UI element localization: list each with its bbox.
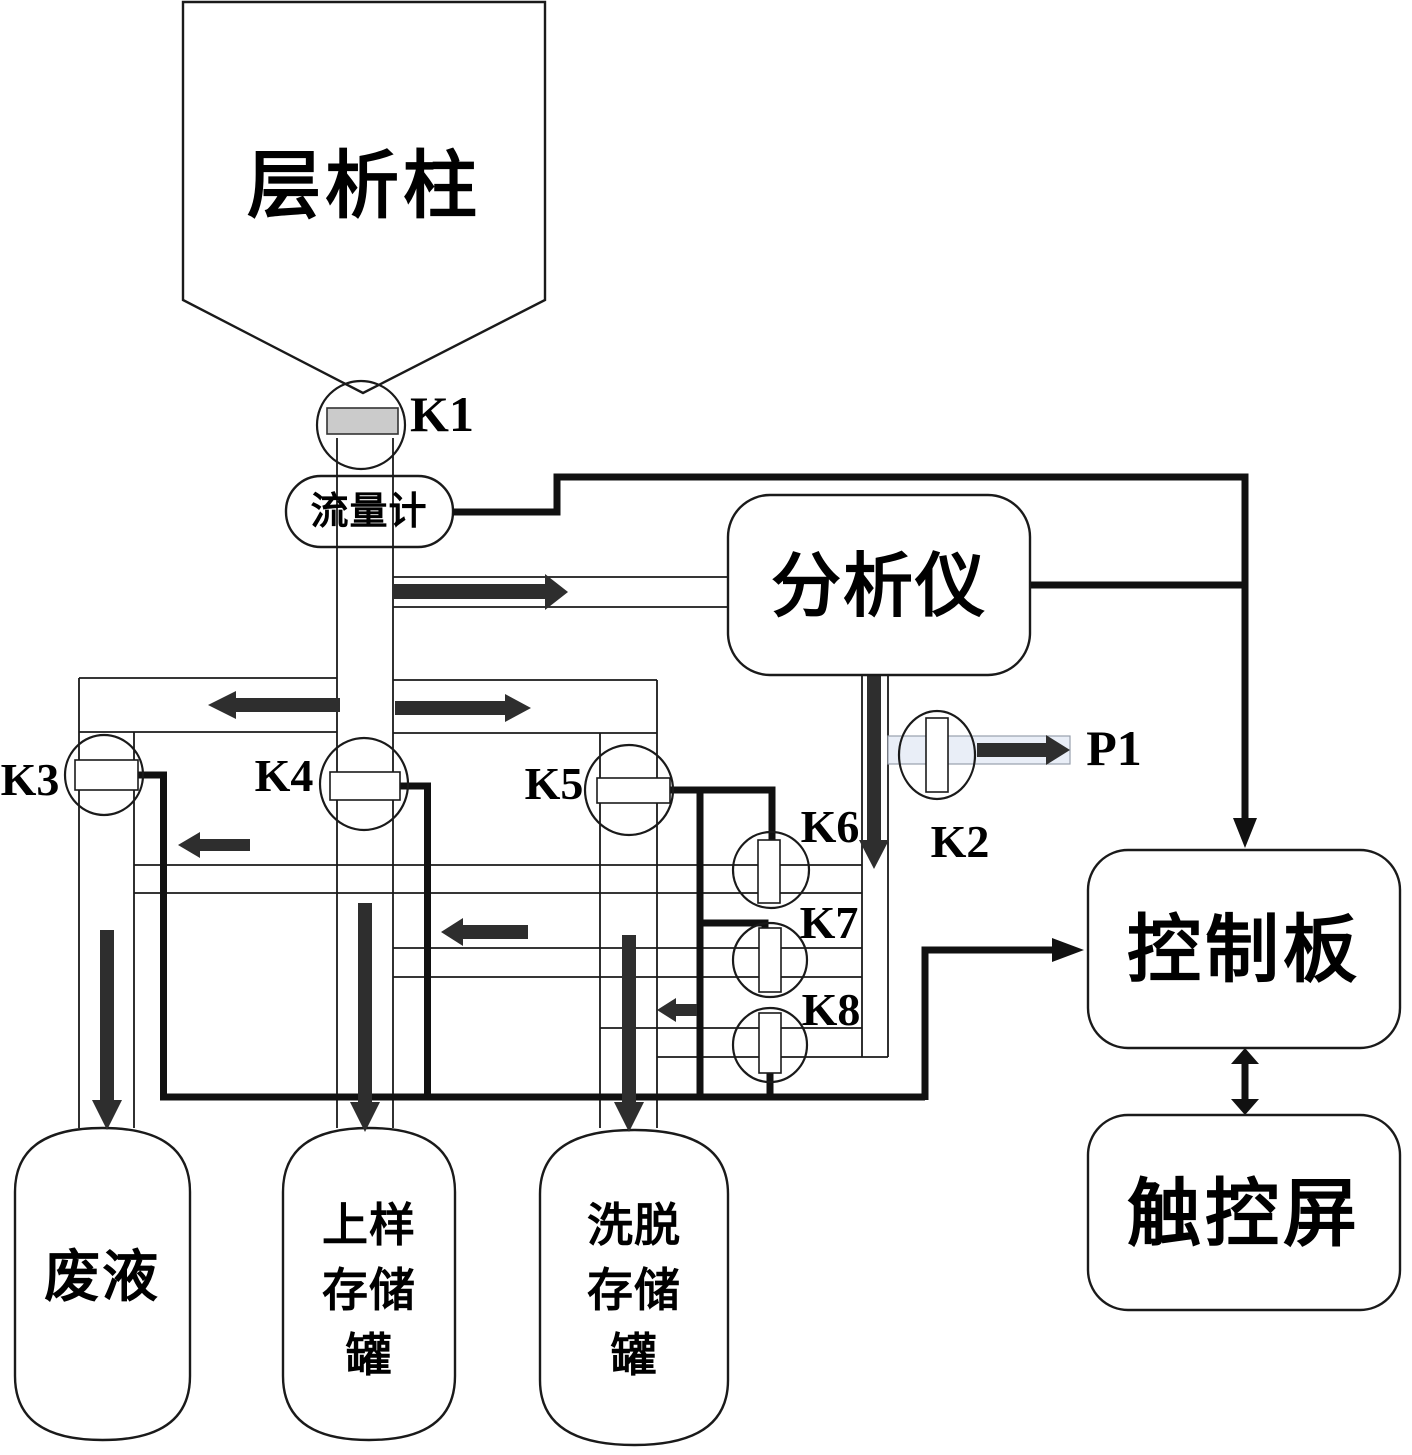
control-lines <box>137 473 1259 1115</box>
valves <box>63 379 977 1084</box>
valve-k2-label: K2 <box>930 816 990 867</box>
control-board-label: 控制板 <box>1127 908 1361 991</box>
valve-k1-icon <box>315 379 407 471</box>
flow-arrow-left-band <box>208 691 340 719</box>
valve-k3-label: K3 <box>0 754 60 805</box>
flow-arrow-down-waste <box>92 930 122 1130</box>
flow-meter-label: 流量计 <box>310 491 428 533</box>
valve-k2-icon <box>897 709 977 801</box>
sample-tank-label-line1: 上样 <box>322 1199 416 1251</box>
flow-arrow-left-small-1 <box>178 832 250 858</box>
valve-k8-label: K8 <box>801 984 861 1035</box>
touch-screen-label: 触控屏 <box>1127 1172 1361 1255</box>
flow-arrow-down-analyzer <box>859 676 889 869</box>
flow-arrow-down-elution <box>614 935 644 1132</box>
waste-tank-shape <box>13 1126 192 1442</box>
flow-arrow-right-p1 <box>977 735 1070 765</box>
sample-tank-label-line2: 存储 <box>322 1264 416 1316</box>
chromatography-column-shape <box>181 0 547 395</box>
flow-arrow-right-band <box>395 694 531 722</box>
touch-screen-box <box>1086 1113 1402 1312</box>
flow-arrow-left-2 <box>441 918 528 946</box>
flow-arrow-left-small-3 <box>657 998 697 1022</box>
control-board-box <box>1086 848 1402 1050</box>
valve-k4-label: K4 <box>254 750 314 801</box>
analyzer-box <box>726 493 1032 677</box>
valve-k8-icon <box>731 1006 809 1084</box>
waste-tank-label: 废液 <box>44 1245 160 1308</box>
valve-k7-icon <box>731 921 809 999</box>
valve-k6-label: K6 <box>800 801 860 852</box>
column-label: 层析柱 <box>247 144 481 227</box>
valve-k1-gate <box>326 407 399 435</box>
elution-tank-label-line3: 罐 <box>610 1329 658 1381</box>
valve-k3-icon <box>63 733 145 817</box>
valve-k5-icon <box>583 743 675 837</box>
valve-k6-icon <box>731 830 811 910</box>
elution-tank-label-line2: 存储 <box>587 1264 681 1316</box>
elution-tank-shape <box>538 1128 730 1447</box>
flow-arrows <box>92 574 1070 1132</box>
flow-arrow-down-sample <box>350 903 380 1132</box>
flow-arrow-right-to-analyzer <box>393 574 568 610</box>
sample-tank-label-line3: 罐 <box>345 1329 393 1381</box>
valve-k4-icon <box>318 736 410 832</box>
valve-k5-label: K5 <box>524 758 584 809</box>
pipe-network <box>78 438 889 1128</box>
elution-tank-label-line1: 洗脱 <box>587 1199 681 1251</box>
pump-p1-label: P1 <box>1086 720 1142 776</box>
valve-k7-label: K7 <box>799 897 859 948</box>
analyzer-label: 分析仪 <box>771 547 987 625</box>
sample-tank-shape <box>281 1126 457 1442</box>
valve-k1-label: K1 <box>410 386 474 442</box>
